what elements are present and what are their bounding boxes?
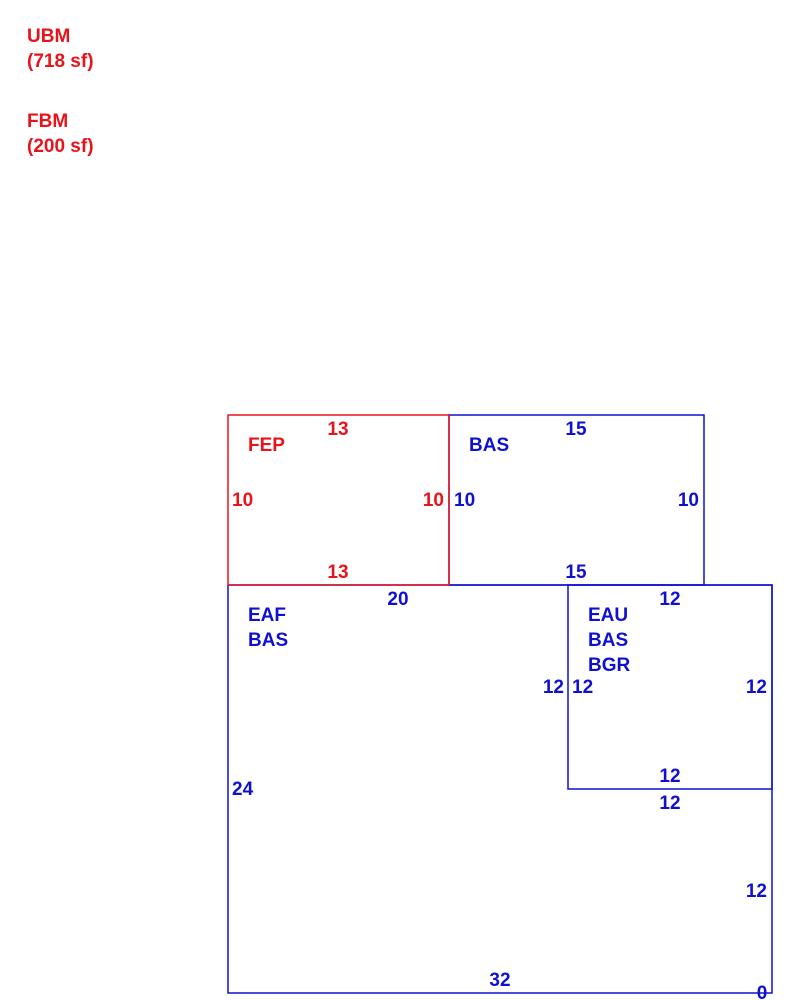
fep-outline (227, 414, 450, 586)
bas-upper-dim-right: 10 (678, 490, 699, 511)
fep-dim-top: 13 (327, 419, 348, 440)
eau-dim-left-outer: 12 (543, 677, 564, 698)
fep-dim-right: 10 (423, 490, 444, 511)
eau-dim-bottom-inner: 12 (659, 766, 680, 787)
fep-label: FEP (248, 435, 285, 456)
legend-ubm-area: (718 sf) (27, 51, 94, 72)
bas-upper-label: BAS (469, 435, 509, 456)
eaf-dim-left: 24 (232, 779, 254, 800)
bas-upper-dim-left: 10 (454, 490, 475, 511)
legend-ubm-code: UBM (27, 26, 71, 47)
eaf-dim-corner: 0 (757, 983, 768, 1000)
eaf-label-line-2: BAS (248, 630, 288, 651)
eau-outline (567, 584, 773, 790)
eau-label-line-2: BAS (588, 630, 628, 651)
eaf-label-line-1: EAF (248, 605, 286, 626)
bas-upper-dim-bottom: 15 (565, 562, 587, 583)
eau-label-line-3: BGR (588, 655, 631, 676)
legend-fbm-code: FBM (27, 111, 69, 132)
eaf-dim-bottom: 32 (489, 970, 510, 991)
bas-upper-dim-top: 15 (565, 419, 587, 440)
legend-fbm-area: (200 sf) (27, 136, 94, 157)
eau-dim-left-inner: 12 (572, 677, 593, 698)
eau-dim-right: 12 (746, 677, 767, 698)
eaf-dim-top: 20 (387, 589, 408, 610)
eaf-dim-right-lower: 12 (746, 881, 767, 902)
eau-label-line-1: EAU (588, 605, 628, 626)
legend-ubm: UBM (718 sf) (27, 24, 94, 74)
eau-dim-bottom-outer: 12 (659, 793, 680, 814)
fep-dim-bottom: 13 (327, 562, 348, 583)
fep-dim-left: 10 (232, 490, 253, 511)
eau-dim-top: 12 (659, 589, 680, 610)
legend-fbm: FBM (200 sf) (27, 109, 94, 159)
